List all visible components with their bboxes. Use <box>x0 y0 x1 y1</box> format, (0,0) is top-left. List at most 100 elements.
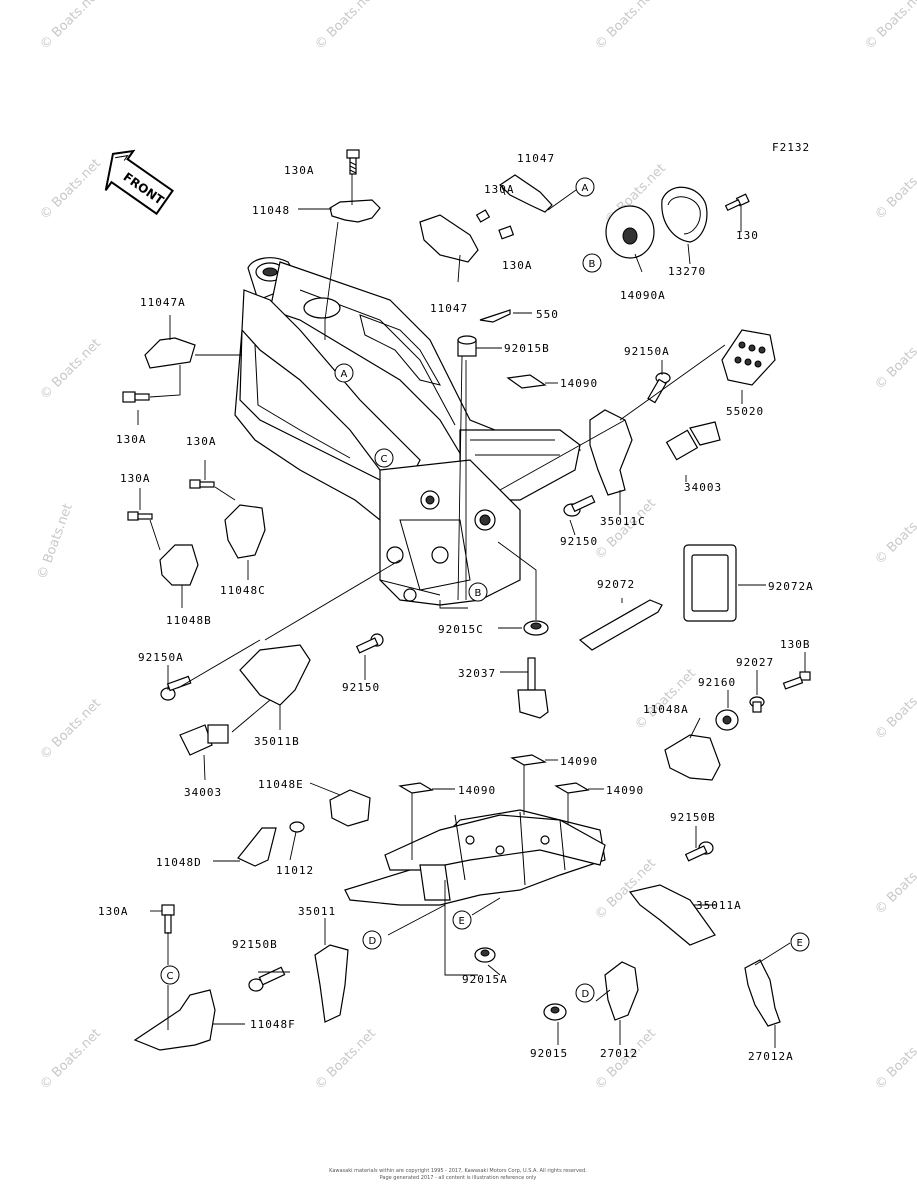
part-label: 92015B <box>504 342 550 355</box>
bolt-130b <box>782 671 811 690</box>
washer-14090a <box>605 205 655 259</box>
bracket-11048f <box>133 989 216 1051</box>
collar-92027 <box>749 696 765 713</box>
part-label: 130A <box>284 164 315 177</box>
part-label: 11047A <box>140 296 186 309</box>
bracket-11048e <box>329 789 371 827</box>
cap-11012 <box>289 821 305 833</box>
footer: Kawasaki materials within are copyright … <box>329 1168 587 1181</box>
footpeg-55020 <box>721 329 776 386</box>
callout-b-frame: B <box>468 582 488 602</box>
bolt-130a-mid <box>189 479 215 489</box>
nut-92015c <box>523 620 549 636</box>
watermark: © Boats.net <box>872 851 917 918</box>
seal-13270 <box>661 186 708 243</box>
bracket-35011b <box>239 644 311 706</box>
part-label: 130A <box>484 183 515 196</box>
footer-line-2: Page generated 2017 - all content is ill… <box>380 1175 537 1181</box>
part-label: 92027 <box>736 656 774 669</box>
part-label: 92015 <box>530 1047 568 1060</box>
callout-e-sub: E <box>452 910 472 930</box>
pad-14090-c <box>554 782 590 794</box>
clamp-27012 <box>604 961 639 1021</box>
part-label: 130A <box>186 435 217 448</box>
bracket-11048a <box>664 734 721 781</box>
strap-92072 <box>578 599 663 651</box>
part-label: 11048F <box>250 1018 296 1031</box>
part-label: 92150A <box>624 345 670 358</box>
part-label: 92160 <box>698 676 736 689</box>
callout-b-upper: B <box>582 253 602 273</box>
part-label: 130B <box>780 638 811 651</box>
callout-d-sub: D <box>362 930 382 950</box>
bracket-11048d <box>237 827 277 867</box>
part-label: 130A <box>120 472 151 485</box>
nut-92015a <box>474 947 496 963</box>
nut-92015b <box>457 335 477 357</box>
svg-text:B: B <box>475 588 482 599</box>
part-label: 35011 <box>298 905 336 918</box>
nut-92015 <box>543 1003 567 1021</box>
part-label: 130A <box>116 433 147 446</box>
bracket-11048 <box>329 199 381 223</box>
bolt-130a-left <box>122 391 150 403</box>
part-label: 27012 <box>600 1047 638 1060</box>
watermark: © Boats.net <box>37 696 104 763</box>
callout-e-bottom: E <box>790 932 810 952</box>
svg-text:A: A <box>582 183 589 194</box>
part-label: 11012 <box>276 864 314 877</box>
part-label: 130A <box>98 905 129 918</box>
main-frame <box>234 257 582 606</box>
bolt-130a <box>475 209 515 240</box>
svg-text:C: C <box>381 454 388 465</box>
figure-code: F2132 <box>772 141 810 154</box>
svg-text:D: D <box>369 936 377 947</box>
watermark: © Boats.net <box>872 501 917 568</box>
bracket-11047a <box>144 337 196 369</box>
part-label: 32037 <box>458 667 496 680</box>
callout-c-frame: C <box>374 448 394 468</box>
part-label: 92150A <box>138 651 184 664</box>
part-label: 92015A <box>462 973 508 986</box>
bolt-130a-top <box>346 149 360 175</box>
svg-text:D: D <box>582 989 590 1000</box>
part-label: 92150B <box>232 938 278 951</box>
bolt-92150-mid <box>355 633 384 654</box>
part-label: 11048 <box>252 204 290 217</box>
bolt-92150b-left <box>248 966 286 992</box>
bolt-130a-bottom <box>161 904 175 934</box>
part-labels: 130A 11048 11047 130A 130A 11047 130 132… <box>98 152 814 1063</box>
watermark: © Boats.net <box>35 502 76 582</box>
part-label: 92072 <box>597 578 635 591</box>
bracket-11048b <box>159 544 199 586</box>
watermark: © Boats.net <box>872 1026 917 1093</box>
part-label: 34003 <box>684 481 722 494</box>
watermark: © Boats.net <box>37 0 104 53</box>
part-label: 550 <box>536 308 559 321</box>
clamp-27012a <box>744 959 781 1027</box>
part-label: 92150B <box>670 811 716 824</box>
svg-text:B: B <box>589 259 596 270</box>
part-label: 92015C <box>438 623 484 636</box>
part-label: 11047 <box>430 302 468 315</box>
part-label: 130A <box>502 259 533 272</box>
pad-14090-b <box>510 754 547 766</box>
bushing-92160 <box>715 709 739 731</box>
callout-a-upper: A <box>575 177 595 197</box>
bracket-35011a <box>628 884 716 946</box>
watermark: © Boats.net <box>37 336 104 403</box>
part-label: 14090 <box>560 755 598 768</box>
part-label: 14090A <box>620 289 666 302</box>
watermark: © Boats.net <box>862 0 917 53</box>
part-label: 14090 <box>606 784 644 797</box>
bracket-35011c <box>589 409 633 496</box>
bracket-11048c <box>224 504 266 559</box>
pivot-34003-right <box>665 421 721 461</box>
footer-line-1: Kawasaki materials within are copyright … <box>329 1168 587 1174</box>
part-label: 92150 <box>560 535 598 548</box>
leader-lines <box>137 174 806 1048</box>
part-label: 35011B <box>254 735 300 748</box>
part-label: 92072A <box>768 580 814 593</box>
stud-32037 <box>517 657 549 719</box>
bolt-130a-left2 <box>127 511 153 521</box>
